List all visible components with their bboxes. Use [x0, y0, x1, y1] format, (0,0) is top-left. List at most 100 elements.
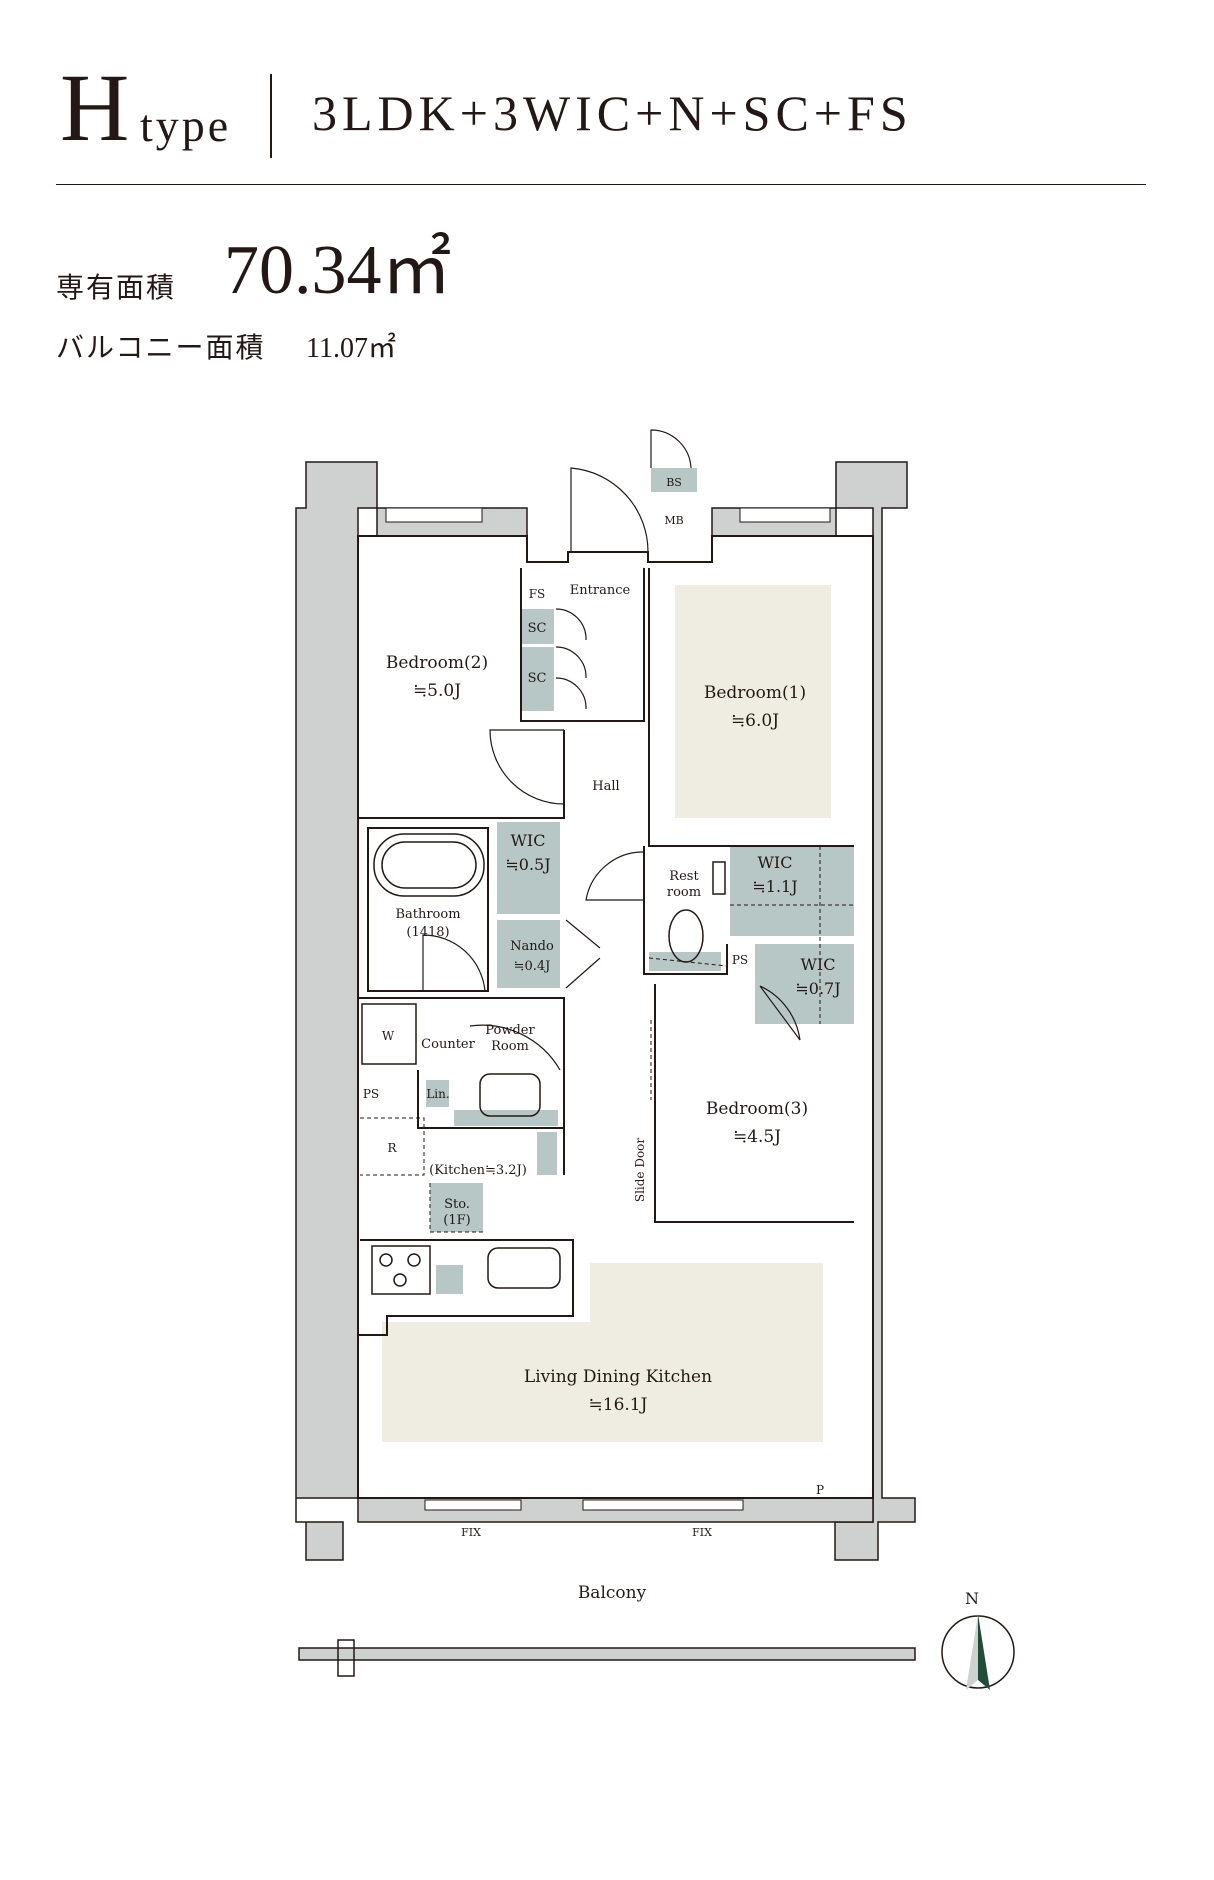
storage-fills	[426, 468, 854, 1294]
bathtub-inner	[381, 841, 477, 889]
label-bedroom1-size: ≒6.0J	[731, 711, 779, 731]
label-nando: Nando	[510, 939, 554, 954]
washer	[361, 1003, 417, 1065]
label-washer: W	[382, 1029, 395, 1043]
label-restroom-1: Rest	[669, 869, 699, 884]
door-nando	[565, 919, 601, 989]
balcony-post	[337, 1639, 355, 1677]
wic-mid-fill	[730, 846, 854, 936]
header-divider	[270, 74, 272, 158]
label-refrigerator: R	[387, 1141, 397, 1155]
entrance-partition	[520, 568, 645, 722]
balcony-area-label: バルコニー面積	[56, 331, 266, 364]
door-restroom	[585, 851, 645, 901]
restroom-partition	[643, 846, 728, 975]
wic-small-fill	[497, 822, 560, 914]
bedroom3-partition	[654, 984, 854, 1223]
wic-right-fill	[755, 944, 854, 1024]
floor-area-label: 専有面積	[56, 271, 177, 304]
label-slide-door: Slide Door	[633, 1138, 647, 1203]
window-fix-left	[424, 1499, 522, 1511]
door-bs-mb	[650, 429, 692, 469]
bedroom1-fill	[675, 585, 831, 818]
burner-1	[379, 1253, 393, 1267]
label-bs: BS	[666, 476, 682, 489]
label-powder-1: Powder	[485, 1023, 535, 1038]
window-bedroom2	[385, 507, 483, 523]
label-fix-right: FIX	[692, 1526, 712, 1539]
toilet	[668, 909, 704, 963]
label-ldk-size: ≒16.1J	[589, 1395, 648, 1415]
label-bedroom3-size: ≒4.5J	[733, 1127, 781, 1147]
plan-header: H type 3LDK+3WIC+N+SC+FS	[0, 0, 1214, 200]
label-bedroom3: Bedroom(3)	[706, 1099, 808, 1119]
nando-fill	[497, 920, 560, 988]
label-ps-right: PS	[732, 953, 748, 967]
compass	[941, 1614, 1015, 1690]
interior-walls	[357, 535, 874, 1499]
label-mb: MB	[664, 514, 683, 527]
bedroom2-partition	[358, 730, 565, 819]
label-wic-mid-size: ≒1.1J	[752, 877, 797, 896]
label-powder-2: Room	[491, 1039, 529, 1054]
door-sc-upper	[555, 608, 587, 641]
label-hall: Hall	[592, 779, 619, 794]
storage-1f-fill	[430, 1183, 483, 1232]
burner-2	[407, 1253, 421, 1267]
bathroom-partition	[367, 827, 489, 992]
dash-storage	[429, 1183, 483, 1233]
label-ldk: Living Dining Kitchen	[524, 1367, 712, 1387]
sc-upper-fill	[521, 609, 554, 644]
balcony-area-value: 11.07㎡	[306, 333, 396, 364]
type-word: type	[140, 100, 232, 151]
label-nando-size: ≒0.4J	[514, 959, 551, 974]
wall-nw-column	[295, 461, 378, 1561]
label-fs: FS	[529, 587, 546, 601]
door-bedroom3	[759, 985, 801, 1041]
label-balcony: Balcony	[578, 1583, 647, 1603]
ldk-fill-main	[382, 1322, 823, 1442]
label-sc-upper: SC	[528, 621, 547, 636]
door-entrance	[570, 467, 649, 553]
floor-area-value: 70.34㎡	[224, 232, 452, 309]
burner-3	[393, 1273, 407, 1287]
label-bedroom1: Bedroom(1)	[704, 683, 806, 703]
door-sc-lower	[555, 646, 587, 710]
linen-fill	[426, 1080, 449, 1107]
sc-lower-fill	[521, 647, 554, 711]
header-rule	[56, 184, 1146, 185]
ldk-fill	[590, 1263, 823, 1323]
label-wic-right: WIC	[800, 955, 835, 974]
window-bedroom1	[739, 507, 831, 523]
powder-strip	[454, 1110, 558, 1126]
top-windows	[385, 507, 831, 1511]
label-north: N	[965, 1589, 979, 1608]
label-wic-mid: WIC	[757, 853, 792, 872]
bathtub	[373, 833, 485, 897]
door-bathroom	[422, 934, 486, 992]
kitchen-shelf-fill	[537, 1132, 557, 1175]
dash-fridge	[360, 1117, 425, 1176]
balcony-rail	[298, 1647, 916, 1661]
label-fix-left: FIX	[461, 1526, 481, 1539]
label-counter: Counter	[421, 1037, 475, 1052]
utility-partition	[358, 997, 565, 1175]
compass-needle	[978, 1614, 990, 1690]
label-wic-small: WIC	[510, 831, 545, 850]
label-bathroom: Bathroom	[395, 907, 460, 922]
dashed-lines	[360, 846, 854, 1233]
hall-right-partition	[648, 568, 854, 847]
label-linen: Lin.	[426, 1087, 449, 1101]
kitchen-sink	[487, 1247, 561, 1289]
bs-fill	[651, 468, 697, 492]
door-powder	[469, 1024, 561, 1071]
plan-code: 3LDK+3WIC+N+SC+FS	[312, 85, 913, 141]
label-bathroom-code: (1418)	[406, 925, 449, 940]
label-storage-1: Sto.	[444, 1197, 470, 1212]
kitchen-counter	[358, 1239, 574, 1336]
sink-vanity	[479, 1073, 541, 1117]
door-bedroom2	[489, 729, 565, 805]
label-wic-small-size: ≒0.5J	[505, 855, 550, 874]
label-bedroom2: Bedroom(2)	[386, 653, 488, 673]
